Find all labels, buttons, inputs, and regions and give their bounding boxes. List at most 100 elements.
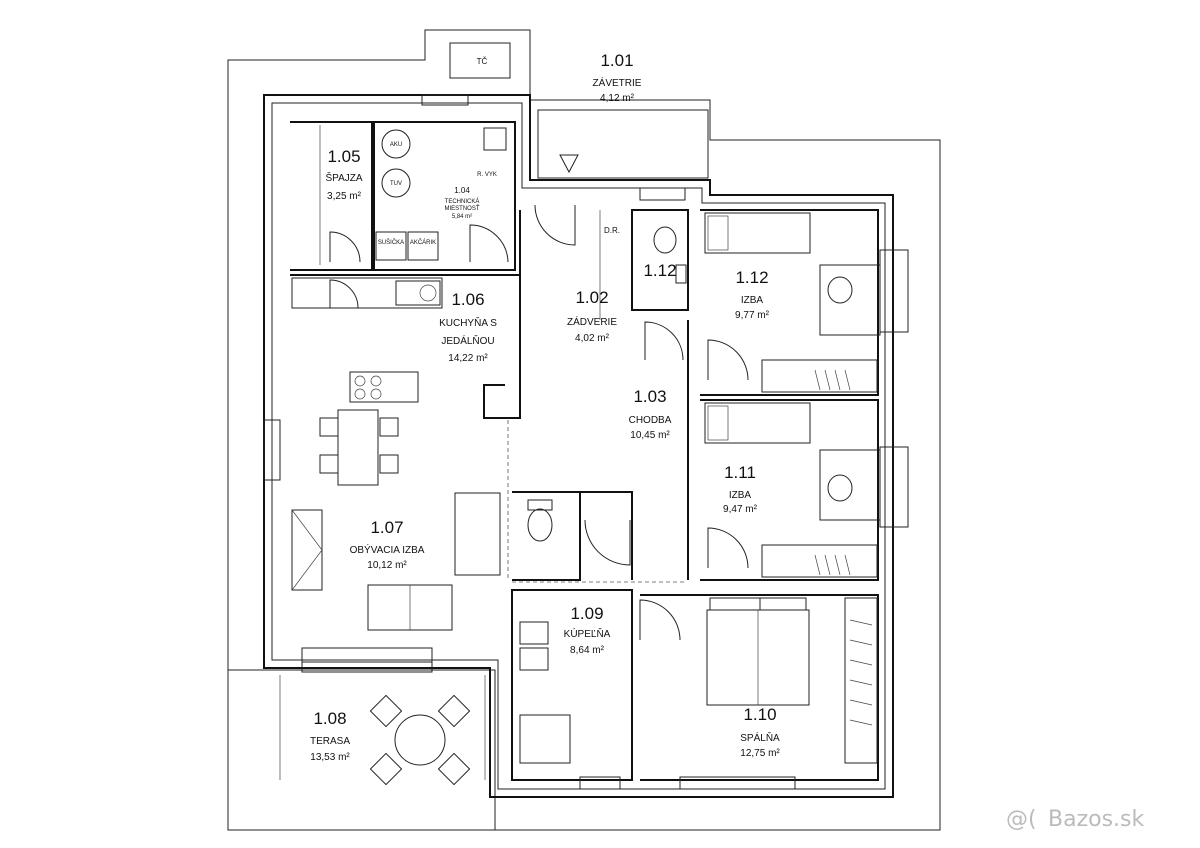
vent-label: R. VYK [477, 172, 497, 178]
window-terrace [301, 659, 433, 673]
watermark: Bazos.sk [1048, 807, 1144, 832]
boiler [483, 127, 507, 151]
tv-unit-cross [291, 509, 323, 591]
room-label-102: 1.02 ZÁDVERIE 4,02 m² [567, 288, 617, 344]
bathroom-walls [511, 589, 633, 781]
room-name: CHODBA [629, 415, 672, 426]
room-area: 4,02 m² [575, 333, 610, 344]
window-111 [879, 446, 909, 528]
terrace-chair [437, 694, 471, 728]
cooktop-burner [354, 388, 366, 400]
room-label-109: 1.09 KÚPEĽŇA 8,64 m² [564, 604, 611, 656]
room-number: 1.11 [724, 463, 756, 482]
room-number: 1.05 [327, 147, 360, 166]
room-label-101: 1.01 ZÁVETRIE 4,12 m² [593, 51, 642, 104]
room-name: ŠPAJZA [325, 171, 362, 184]
room-name: IZBA [729, 490, 752, 501]
tuv-tank [381, 168, 411, 198]
heat-pump-unit [449, 42, 511, 79]
wc-sink [675, 264, 687, 284]
room-number: 1.09 [570, 604, 603, 623]
wardrobe-112 [761, 359, 878, 393]
room-area: 9,47 m² [723, 504, 758, 515]
dining-chair [319, 417, 339, 437]
room-label-103: 1.03 CHODBA 10,45 m² [629, 387, 672, 441]
tuv-label: TUV [390, 181, 402, 187]
cooktop-burner [370, 388, 382, 400]
wardrobe-hatch [814, 554, 851, 576]
window-left [263, 419, 281, 481]
wc2-wall-right [580, 491, 633, 580]
room-name: TERASA [310, 736, 350, 747]
room-area: 10,45 m² [630, 430, 670, 441]
dr-label: D.R. [604, 226, 620, 235]
room-number: 1.08 [313, 709, 346, 728]
room-label-106: 1.06 KUCHYŇA S JEDÁLŇOU 14,22 m² [439, 290, 497, 364]
kitchen-sink [395, 280, 441, 306]
entrance-marker [559, 154, 579, 174]
tech-room-walls [373, 121, 516, 271]
heat-pump-label: TČ [477, 57, 488, 66]
window-110 [679, 776, 796, 790]
room-number: 1.01 [600, 51, 633, 70]
kitchen-door-swing [329, 279, 359, 309]
room-111-walls [700, 399, 879, 581]
terrace-table [394, 714, 446, 766]
window-wc [639, 187, 686, 201]
desk-112 [819, 264, 881, 336]
pantry-door-swing [329, 231, 361, 263]
room-label-108: 1.08 TERASA 13,53 m² [310, 709, 350, 763]
wardrobe-110 [844, 597, 878, 764]
armchair [454, 492, 501, 576]
tv-unit [291, 509, 323, 591]
room-number: 1.12 [735, 268, 768, 287]
toilet [653, 226, 677, 254]
wardrobe-110-hatch [849, 619, 873, 726]
dining-chair [319, 454, 339, 474]
aku-tank [381, 129, 411, 159]
shower [519, 714, 571, 764]
bed-111 [704, 402, 811, 444]
door-112-swing [707, 339, 749, 381]
wc2-door-swing [584, 519, 631, 566]
inner-wall-line [271, 102, 886, 790]
tech-door-swing [469, 224, 509, 263]
wc-walls [631, 209, 689, 311]
room-112-walls [700, 209, 879, 396]
window-112 [879, 249, 909, 333]
room-110-walls [640, 594, 879, 781]
zavetrie-area [537, 109, 709, 179]
cooktop-burner [354, 375, 366, 387]
kitchen-counter [291, 277, 443, 309]
dining-chair [379, 454, 399, 474]
chair-111 [827, 474, 853, 502]
wardrobe-111 [761, 544, 878, 578]
toilet-tank [527, 499, 553, 511]
pantry-walls [290, 121, 373, 271]
room-area: 14,22 m² [448, 353, 488, 364]
room-name: SPÁLŇA [740, 731, 780, 744]
room-number: 1.12 [643, 261, 676, 280]
dryer [375, 231, 407, 261]
room-name: OBÝVACIA IZBA [350, 543, 425, 556]
room-area: 9,77 m² [735, 310, 770, 321]
watermark-logo: @( [1006, 807, 1037, 832]
room-label-104: 1.04 TECHNICKÁ MIESTNOSŤ 5,84 m² [444, 186, 479, 220]
kitchen-island [349, 371, 419, 403]
outer-wall [263, 94, 894, 798]
room-label-110: 1.10 SPÁLŇA 12,75 m² [740, 705, 780, 759]
desk-111 [819, 449, 881, 521]
bath-sink-1 [519, 621, 549, 645]
room-number: 1.02 [575, 288, 608, 307]
dining-table [337, 409, 379, 486]
washer [407, 231, 439, 261]
bath-door-swing [639, 599, 681, 641]
room-area: 10,12 m² [367, 560, 407, 571]
room-area: 5,84 m² [452, 214, 472, 220]
kitchen-walls [290, 274, 521, 419]
dining-chair [379, 417, 399, 437]
room-name: KÚPEĽŇA [564, 627, 611, 640]
room-name: TECHNICKÁ [445, 198, 480, 205]
room-number: 1.03 [633, 387, 666, 406]
